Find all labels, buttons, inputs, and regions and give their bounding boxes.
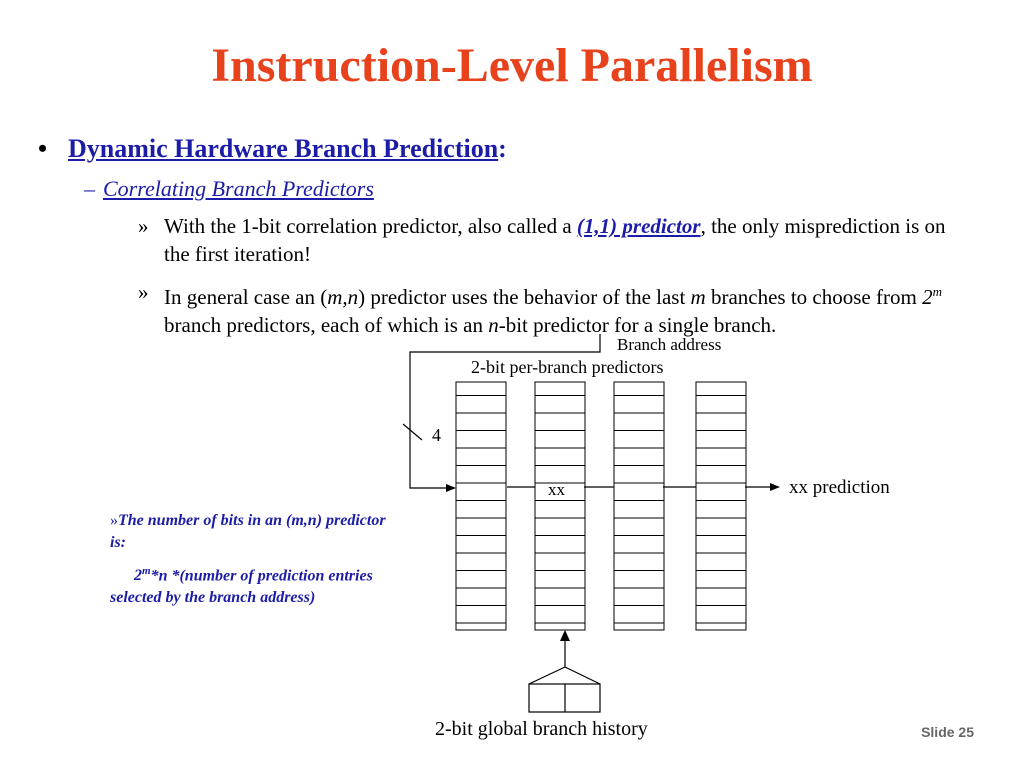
- b4-m2: m: [690, 285, 706, 309]
- width-slash: [402, 423, 423, 441]
- width-label: 4: [432, 425, 441, 445]
- b4-t3: branches to choose from: [705, 285, 923, 309]
- slide-number: Slide 25: [921, 724, 974, 740]
- predictor-table: [613, 381, 665, 631]
- xx-label: xx: [548, 480, 566, 499]
- predictor-highlight: (1,1) predictor: [576, 214, 701, 238]
- bullet3-pre: With the 1-bit correlation predictor, al…: [164, 214, 577, 238]
- chevron-marker: »: [138, 214, 149, 238]
- per-branch-label: 2-bit per-branch predictors: [471, 357, 664, 377]
- note-marker: »: [110, 512, 118, 529]
- bullet-colon: :: [498, 134, 507, 163]
- prediction-arrowhead: [770, 483, 780, 491]
- address-line: [402, 334, 601, 489]
- global-history-label: 2-bit global branch history: [435, 718, 648, 740]
- note-base: 2: [134, 567, 142, 585]
- history-arrowhead: [560, 630, 570, 641]
- slide-title: Instruction-Level Parallelism: [211, 39, 813, 92]
- predictor-table: [534, 381, 586, 631]
- bullet-marker: •: [38, 134, 48, 163]
- predictor-tables: [455, 381, 747, 631]
- bits-note: »The number of bits in an (m,n) predicto…: [110, 510, 390, 609]
- note-line1: The number of bits in an (m,n) predictor…: [110, 512, 386, 551]
- b4-base: 2: [922, 285, 933, 309]
- dash-marker: –: [84, 176, 95, 201]
- b4-m1: m,n: [327, 285, 359, 309]
- bullet3-post: , the only misprediction is on the first…: [164, 214, 946, 266]
- address-arrowhead: [446, 484, 456, 492]
- chevron-marker: »: [138, 280, 149, 304]
- global-history-register: [528, 640, 601, 713]
- predictor-table: [695, 381, 747, 631]
- sub-bullet-correlating: –Correlating Branch Predictors: [84, 176, 374, 202]
- predictor-table: [455, 381, 507, 631]
- b4-t5: -bit predictor for a single branch.: [498, 313, 777, 337]
- b4-m3: n: [488, 313, 499, 337]
- b4-t2: ) predictor uses the behavior of the las…: [358, 285, 691, 309]
- bullet-dynamic-label: Dynamic Hardware Branch Prediction: [68, 134, 499, 163]
- xx-prediction-label: xx prediction: [789, 477, 890, 498]
- note-sup: m: [142, 565, 151, 577]
- b4-sup: m: [932, 284, 942, 299]
- correlating-label: Correlating Branch Predictors: [103, 176, 374, 201]
- b4-t4: branch predictors, each of which is an: [164, 313, 489, 337]
- b4-t1: In general case an (: [164, 285, 328, 309]
- note-line2: *n *(number of prediction entries select…: [110, 567, 373, 607]
